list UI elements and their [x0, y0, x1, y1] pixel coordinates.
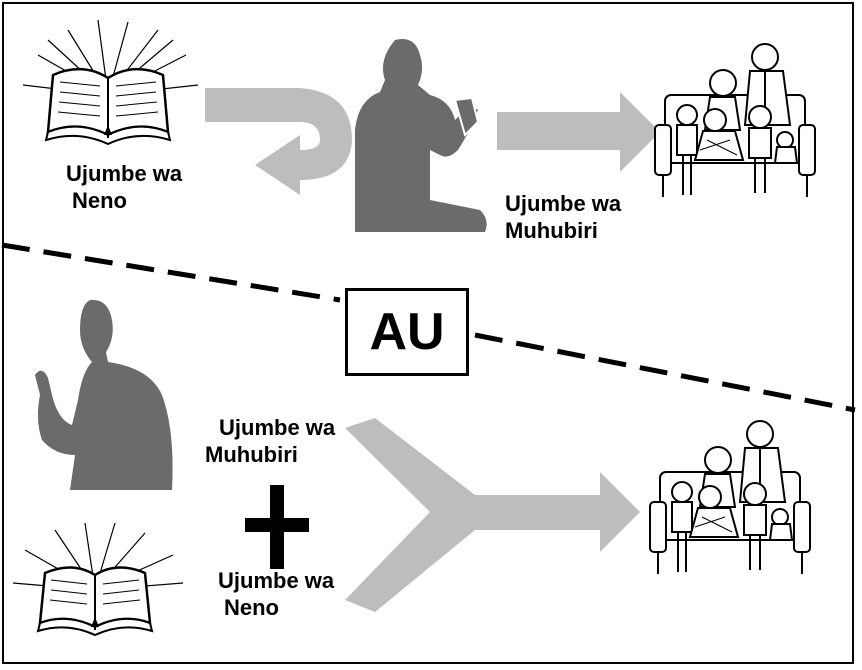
preacher-message-label-bottom: Ujumbe wa Muhubiri: [205, 414, 335, 468]
or-separator-text: AU: [369, 303, 445, 361]
diagram-frame: [2, 2, 854, 664]
top-arrow: [497, 92, 660, 172]
open-bible-icon: [22, 19, 199, 146]
label-line: Neno: [72, 188, 127, 213]
label-line: Ujumbe wa: [218, 568, 335, 593]
merging-arrow: [345, 418, 640, 612]
label-line: Ujumbe wa: [219, 415, 336, 440]
label-line: Muhubiri: [505, 218, 598, 243]
word-message-label-bottom: Ujumbe wa Neno: [218, 567, 334, 621]
preacher-reading-silhouette: [355, 39, 487, 232]
label-line: Muhubiri: [205, 442, 298, 467]
or-separator-box: AU: [345, 288, 469, 376]
open-bible-icon: [12, 522, 184, 637]
dashed-separator-right: [474, 332, 856, 413]
label-line: Ujumbe wa: [66, 161, 183, 186]
curved-return-arrow: [205, 88, 352, 195]
word-message-label-top: Ujumbe wa Neno: [66, 160, 182, 214]
family-on-couch-icon: [649, 420, 811, 574]
preacher-message-label-top: Ujumbe wa Muhubiri: [505, 190, 621, 244]
family-on-couch-icon: [654, 43, 816, 197]
label-line: Ujumbe wa: [505, 191, 622, 216]
dashed-separator: [1, 242, 341, 303]
label-line: Neno: [224, 595, 279, 620]
plus-icon: [245, 485, 309, 569]
preacher-gesturing-silhouette: [35, 299, 173, 490]
